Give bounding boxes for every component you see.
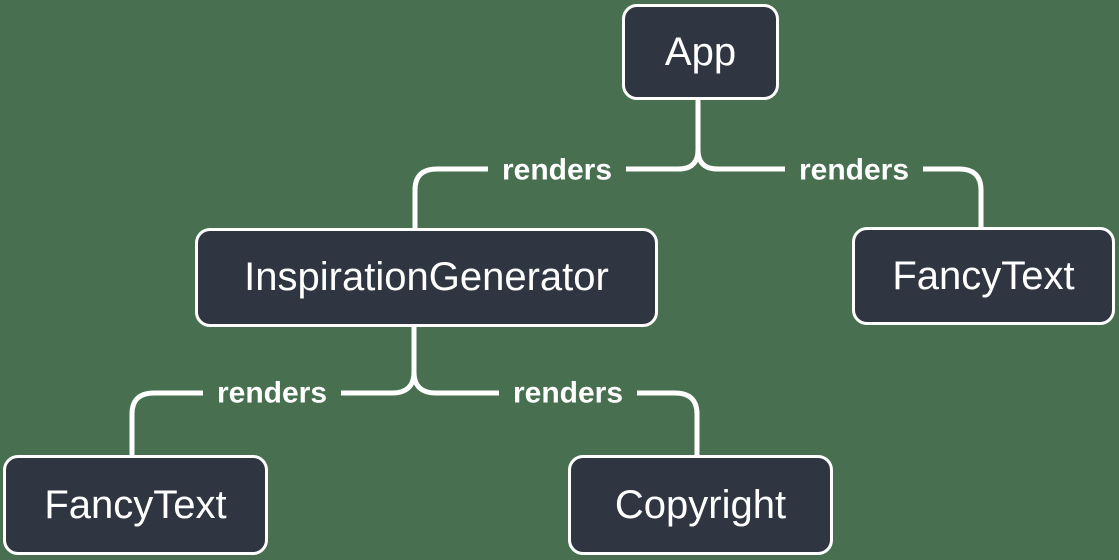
edge-label-app-inspiration-generator: renders [487, 151, 627, 189]
connector-inspiration-generator-to-copyright [411, 369, 700, 459]
node-inspiration-generator-label: InspirationGenerator [244, 255, 609, 299]
node-fancy-text-right-label: FancyText [892, 253, 1075, 298]
node-fancy-text-left: FancyText [3, 455, 268, 555]
edge-label-app-fancy-text: renders [784, 151, 924, 189]
edge-label-inspiration-generator-copyright: renders [498, 374, 638, 412]
node-copyright: Copyright [568, 455, 833, 555]
node-app-label: App [664, 29, 737, 74]
node-copyright-label: Copyright [614, 482, 787, 527]
node-app: App [622, 4, 779, 100]
connector-app-to-fancy-text-right [695, 147, 984, 231]
node-fancy-text-left-label: FancyText [44, 482, 227, 527]
node-fancy-text-right: FancyText [852, 227, 1115, 325]
node-inspiration-generator: InspirationGenerator [195, 228, 658, 327]
edge-label-inspiration-generator-fancy-text: renders [202, 374, 342, 412]
